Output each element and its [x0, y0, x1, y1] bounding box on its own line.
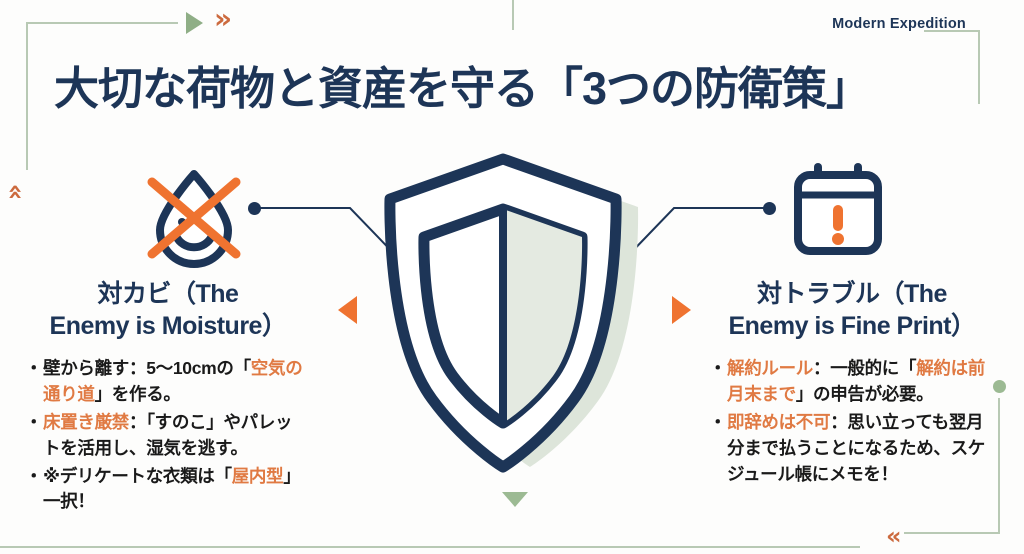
top-left-chevrons-icon: » [214, 2, 232, 35]
bottom-right-bracket-horizontal [904, 532, 1000, 534]
bullet-post: ：一般的に「 [813, 358, 917, 378]
shield-icon [370, 145, 660, 480]
top-left-bracket-horizontal [26, 22, 178, 24]
top-right-bracket-horizontal [924, 30, 980, 32]
bullet-post-2: 」の申告が必要。 [795, 383, 934, 404]
page-title: 大切な荷物と資産を守る「3つの防衛策」 [54, 63, 871, 114]
bullet-pre: 壁から離す：5〜10cmの「 [43, 358, 251, 378]
bullet-pre: ※デリケートな衣類は「 [43, 465, 232, 486]
right-column-bullets: 解約ルール：一般的に「解約は前月末まで」の申告が必要。 即辞めは不可：思い立って… [702, 356, 1002, 487]
left-column-heading: 対カビ（The Enemy is Moisture） [18, 278, 318, 342]
left-heading-line1: 対カビ（The [97, 280, 239, 308]
bullet-highlight-2: 解約は前月末まで [727, 358, 986, 404]
bottom-baseline [0, 546, 860, 548]
right-column: 対トラブル（The Enemy is Fine Print） 解約ルール：一般的… [702, 278, 1002, 489]
bullet-highlight: 空気の通り道 [43, 358, 303, 404]
list-item: 壁から離す：5〜10cmの「空気の通り道」を作る。 [25, 356, 308, 408]
right-connector-dot [763, 202, 776, 215]
left-column-bullets: 壁から離す：5〜10cmの「空気の通り道」を作る。 床置き厳禁：「すのこ」やパレ… [18, 356, 318, 515]
top-right-bracket-vertical [978, 30, 980, 104]
list-item: 即辞めは不可：思い立っても翌月分まで払うことになるため、スケジュール帳にメモを！ [709, 410, 992, 488]
right-edge-dot [993, 380, 1006, 393]
brand-label: Modern Expedition [832, 16, 966, 32]
list-item: 床置き厳禁：「すのこ」やパレットを活用し、湿気を逃す。 [25, 410, 308, 462]
right-heading-line2: Enemy is Fine Print） [728, 312, 976, 340]
top-left-bracket-vertical [26, 22, 28, 170]
bullet-highlight: 解約ルール [727, 358, 813, 378]
no-moisture-droplet-icon [138, 160, 250, 277]
list-item: ※デリケートな衣類は「屋内型」一択！ [25, 464, 308, 516]
bottom-right-chevrons-icon: « [886, 522, 901, 550]
left-pointer-triangle-icon [338, 296, 357, 324]
left-edge-chevrons-icon: « [0, 183, 31, 199]
right-pointer-triangle-icon [672, 296, 691, 324]
left-connector-dot [248, 202, 261, 215]
left-column: 対カビ（The Enemy is Moisture） 壁から離す：5〜10cmの… [18, 278, 318, 517]
bullet-post: 」を作る。 [94, 383, 181, 404]
shield-bottom-triangle-icon [502, 492, 528, 507]
bullet-post: 」一択！ [43, 465, 301, 512]
list-item: 解約ルール：一般的に「解約は前月末まで」の申告が必要。 [709, 356, 992, 408]
calendar-alert-icon [790, 163, 886, 264]
right-connector-line [621, 207, 766, 263]
top-center-tick [512, 0, 514, 30]
bullet-post: ：思い立っても翌月分まで払うことになるため、スケジュール帳にメモを！ [727, 411, 985, 484]
bullet-post: ：「すのこ」やパレットを活用し、湿気を逃す。 [43, 411, 293, 458]
right-heading-line1: 対トラブル（The [757, 280, 947, 308]
green-triangle-right-icon [186, 12, 203, 34]
bullet-highlight: 屋内型 [231, 465, 284, 486]
left-heading-line2: Enemy is Moisture） [49, 312, 287, 340]
right-column-heading: 対トラブル（The Enemy is Fine Print） [702, 278, 1002, 342]
bullet-highlight: 即辞めは不可 [727, 411, 831, 432]
right-edge-line [998, 398, 1000, 534]
left-connector-line [258, 207, 403, 263]
bullet-highlight: 床置き厳禁 [43, 411, 129, 432]
